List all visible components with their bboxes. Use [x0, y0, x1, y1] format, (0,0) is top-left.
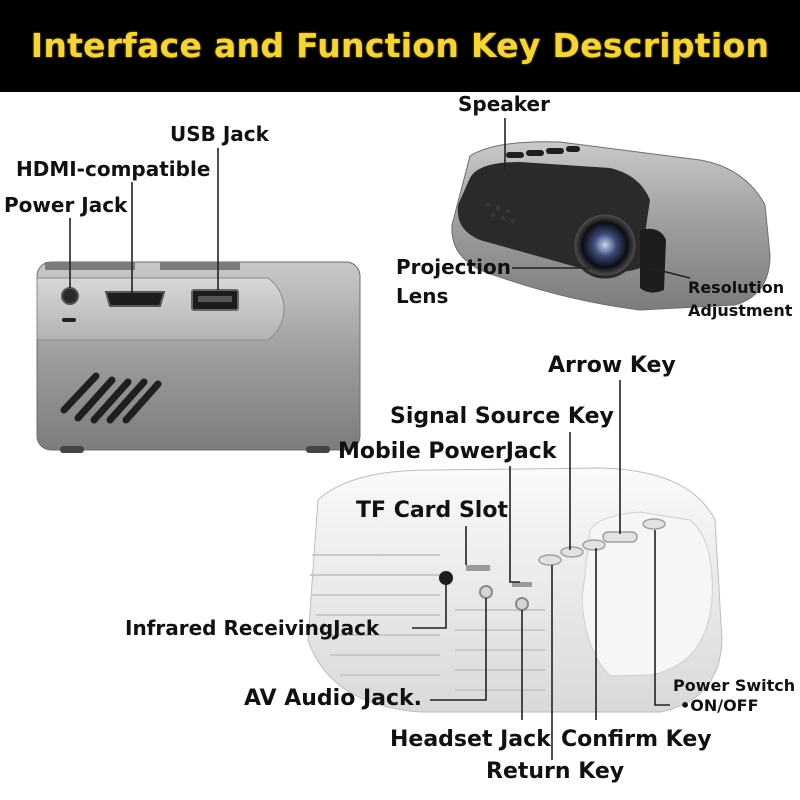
hdmi-port	[104, 291, 166, 307]
label-usb-jack: USB Jack	[170, 122, 269, 146]
mobile-power-port	[512, 582, 532, 587]
av-audio-port	[479, 585, 493, 599]
label-mobile-power-jack: Mobile PowerJack	[338, 439, 557, 464]
title-banner: Interface and Function Key Description	[0, 0, 800, 92]
label-tf-card-slot: TF Card Slot	[356, 498, 508, 523]
label-hdmi: HDMI-compatible	[16, 157, 211, 181]
leader-lines	[69, 118, 691, 760]
label-av-audio-jack: AV Audio Jack.	[244, 686, 423, 711]
side-vent	[310, 554, 440, 676]
label-projection-lens-line1: Projection	[396, 255, 511, 279]
label-projection-lens-line2: Lens	[396, 284, 449, 308]
label-power-jack: Power Jack	[4, 193, 128, 217]
label-arrow-key: Arrow Key	[548, 353, 676, 378]
label-headset-jack: Headset Jack	[390, 727, 551, 752]
label-infrared-receiving-jack: Infrared ReceivingJack	[125, 616, 380, 640]
label-return-key: Return Key	[486, 759, 625, 784]
label-resolution-line2: Adjustment	[688, 301, 793, 320]
rear-vent	[60, 372, 162, 424]
headset-port	[515, 597, 529, 611]
label-signal-source-key: Signal Source Key	[390, 404, 614, 429]
label-power-switch-line1: Power Switch	[673, 676, 796, 695]
power-jack-port	[61, 287, 79, 305]
projection-lens	[571, 211, 639, 279]
tf-card-slot	[466, 565, 490, 571]
speaker-grille	[486, 203, 515, 223]
white-projector	[307, 467, 723, 713]
label-speaker: Speaker	[458, 92, 550, 116]
focus-wheel	[640, 228, 666, 293]
label-confirm-key: Confirm Key	[561, 727, 712, 752]
key-row	[538, 518, 666, 566]
label-power-switch-line2: •ON/OFF	[680, 696, 759, 715]
rear-view-projector	[36, 261, 361, 453]
banner-title: Interface and Function Key Description	[30, 26, 770, 65]
infrared-receiver	[439, 571, 453, 585]
label-resolution-line1: Resolution	[688, 278, 785, 297]
